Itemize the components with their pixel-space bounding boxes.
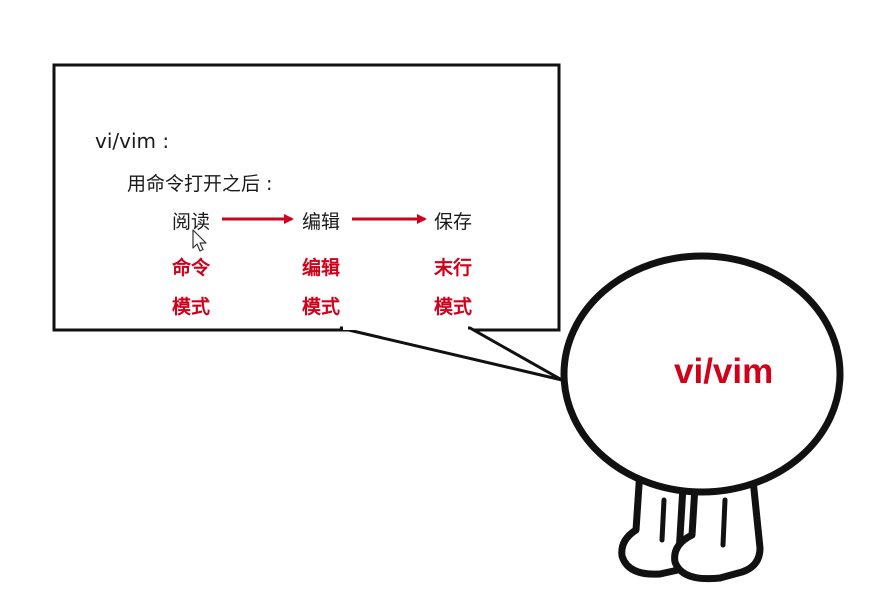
speech-bubble [52,63,563,382]
step-save: 保存 [434,211,473,233]
mode-command-line2: 模式 [172,296,211,318]
speech-bubble-box [52,63,561,332]
character-head [560,252,844,496]
character-right-leg [671,466,764,583]
bubble-title: vi/vim : [95,129,170,153]
character [560,252,844,583]
mode-command-line1: 命令 [172,257,211,279]
bubble-subtitle: 用命令打开之后 : [127,173,273,195]
step-edit: 编辑 [302,211,341,233]
mouse-cursor-icon [192,229,207,252]
mode-lastline-line1: 末行 [434,257,473,279]
step-read: 阅读 [172,211,211,233]
character-left-leg [618,466,688,578]
mode-edit-line1: 编辑 [302,257,341,279]
mode-edit-line2: 模式 [302,296,341,318]
speech-bubble-tail [339,326,563,382]
character-label: vi/vim [674,352,774,391]
mode-lastline-line2: 模式 [434,296,473,318]
